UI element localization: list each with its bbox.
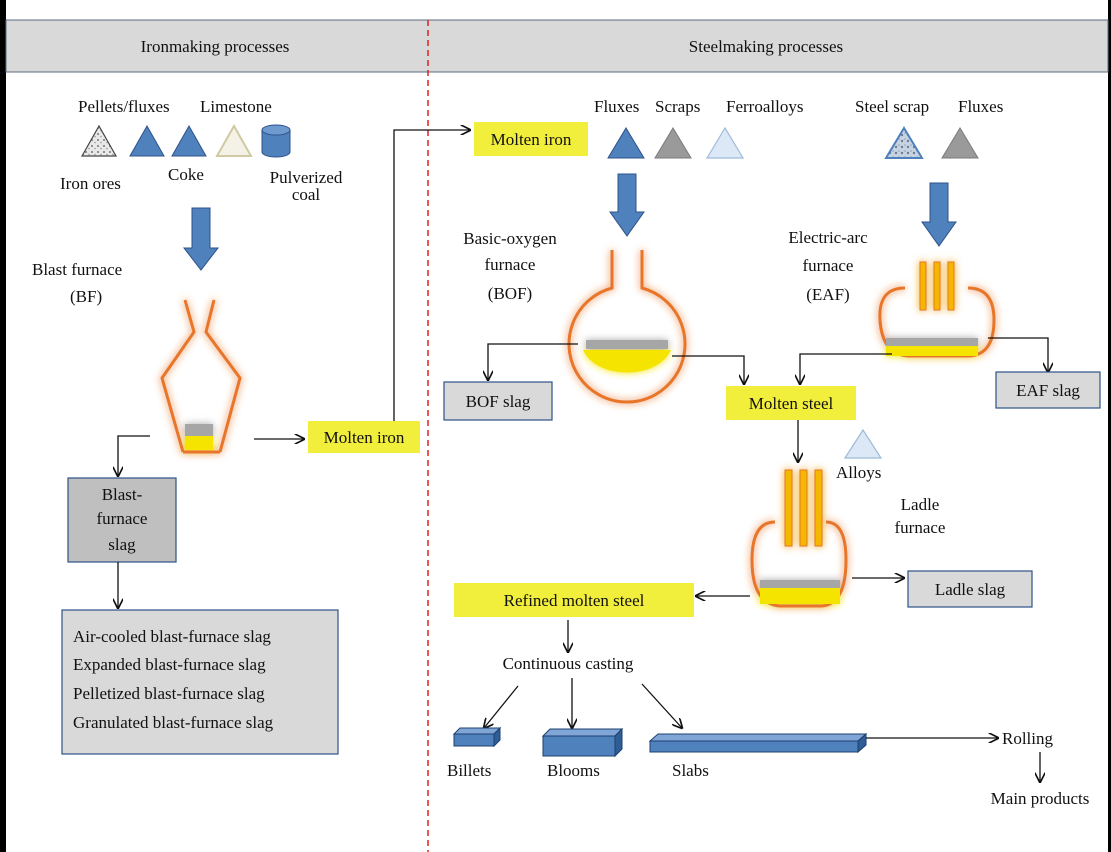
- eaf-fluxes-label: Fluxes: [958, 97, 1003, 116]
- iron-ores-label: Iron ores: [60, 174, 121, 193]
- bof-label-line3: (BOF): [488, 284, 532, 303]
- bf-slag-box: [67, 477, 177, 563]
- ferroalloys-icon: [705, 126, 745, 159]
- eaf-label-line2: furnace: [803, 256, 854, 275]
- ladle-furnace-line2: furnace: [895, 518, 946, 537]
- blast-furnace-shape: [160, 299, 242, 454]
- alloys-label: Alloys: [836, 463, 881, 482]
- eaf-label-line3: (EAF): [806, 285, 849, 304]
- bof-label-line1: Basic-oxygen: [463, 229, 557, 248]
- eaf-slag-label: EAF slag: [1016, 381, 1080, 400]
- bof-fluxes-icon: [607, 127, 645, 159]
- bof-slag-box: [443, 381, 553, 421]
- coke-icon: [171, 124, 207, 157]
- slag-type-item: Pelletized blast-furnace slag: [73, 684, 265, 703]
- molten-iron-bof-label: Molten iron: [491, 130, 572, 149]
- billet-shape: [452, 726, 502, 748]
- iron-to-steelmaking-arrow: [393, 130, 470, 421]
- bf-input-arrow: [182, 207, 220, 271]
- molten-steel-label: Molten steel: [749, 394, 834, 413]
- coal-label: coal: [292, 185, 321, 204]
- main-products-label: Main products: [991, 789, 1090, 808]
- refined-steel-box: [454, 583, 694, 617]
- continuous-casting-label: Continuous casting: [503, 654, 634, 673]
- molten-iron-bf-label: Molten iron: [324, 428, 405, 447]
- slag-types-box: [61, 609, 339, 755]
- ladle-furnace-shape: [750, 469, 848, 608]
- limestone-label: Limestone: [200, 97, 272, 116]
- bof-fluxes-label: Fluxes: [594, 97, 639, 116]
- pulverized-coal-icon: [261, 124, 291, 158]
- slag-type-item: Air-cooled blast-furnace slag: [73, 627, 271, 646]
- billets-label: Billets: [447, 761, 491, 780]
- ladle-furnace-line1: Ladle: [901, 495, 940, 514]
- ladle-slag-label: Ladle slag: [935, 580, 1006, 599]
- slag-type-item: Expanded blast-furnace slag: [73, 655, 266, 674]
- bof-slag-label: BOF slag: [466, 392, 531, 411]
- eaf-to-slag-arrow: [988, 337, 1048, 372]
- rolling-label: Rolling: [1002, 729, 1054, 748]
- bloom-shape: [541, 727, 624, 758]
- limestone-icon: [215, 123, 253, 157]
- eaf-slag-box: [995, 371, 1101, 409]
- casting-to-slabs-arrow: [641, 683, 682, 728]
- pulverized-label: Pulverized: [270, 168, 343, 187]
- coke-label: Coke: [168, 165, 204, 184]
- blast-furnace-label: Blast furnace: [32, 260, 122, 279]
- bf-slag-line1: Blast-: [102, 485, 143, 504]
- bof-label-line2: furnace: [485, 255, 536, 274]
- molten-iron-bof-box: [474, 122, 588, 156]
- steelmaking-header: Steelmaking processes: [689, 37, 843, 56]
- eaf-input-arrow: [921, 182, 957, 247]
- bof-to-molten-steel-arrow: [672, 355, 744, 384]
- slabs-label: Slabs: [672, 761, 709, 780]
- bof-input-arrow: [609, 173, 645, 237]
- bf-slag-line2: furnace: [97, 509, 148, 528]
- ironmaking-header: Ironmaking processes: [141, 37, 290, 56]
- slab-shape: [648, 732, 868, 754]
- steel-scrap-icon: [884, 126, 924, 159]
- alloys-icon: [843, 428, 883, 459]
- ladle-slag-box: [907, 570, 1033, 608]
- pellets-fluxes-icon: [129, 124, 165, 157]
- bf-slag-line3: slag: [108, 535, 136, 554]
- blooms-label: Blooms: [547, 761, 600, 780]
- eaf-to-molten-steel-arrow: [800, 353, 892, 384]
- bf-to-slag-arrow: [118, 435, 150, 476]
- eaf-label-line1: Electric-arc: [788, 228, 868, 247]
- bof-to-slag-arrow: [488, 343, 578, 380]
- iron-ore-icon: [80, 124, 118, 157]
- header-bar: [5, 19, 1109, 73]
- molten-steel-box: [726, 386, 856, 420]
- casting-to-billets-arrow: [484, 685, 519, 728]
- bf-abbr-label: (BF): [70, 287, 102, 306]
- slag-type-item: Granulated blast-furnace slag: [73, 713, 274, 732]
- scraps-icon: [654, 127, 692, 159]
- molten-iron-bf-box: [308, 421, 420, 453]
- eaf-vessel-shape: [878, 261, 996, 358]
- scraps-label: Scraps: [655, 97, 700, 116]
- pellets-fluxes-label: Pellets/fluxes: [78, 97, 170, 116]
- refined-steel-label: Refined molten steel: [504, 591, 645, 610]
- steel-scrap-label: Steel scrap: [855, 97, 929, 116]
- ferroalloys-label: Ferroalloys: [726, 97, 803, 116]
- bof-vessel-shape: [567, 250, 687, 404]
- eaf-fluxes-icon: [941, 127, 979, 159]
